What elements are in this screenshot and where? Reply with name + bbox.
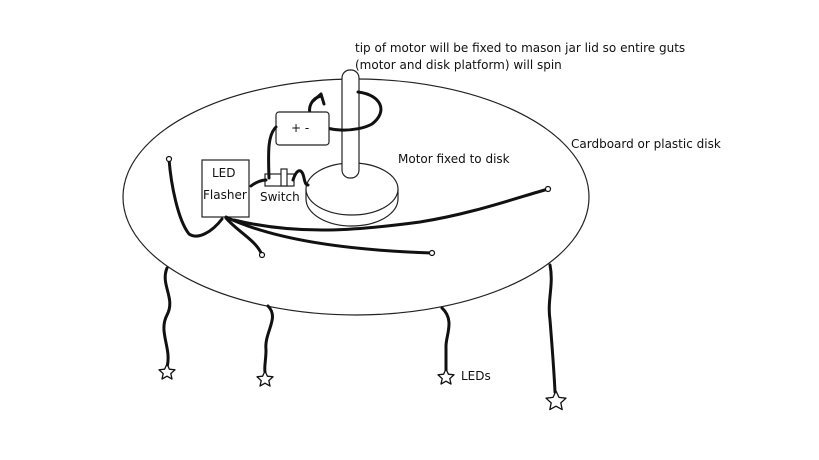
led-star-icon — [256, 370, 274, 387]
hanging-wire-1 — [162, 266, 172, 369]
rotation-arrow-icon — [308, 90, 383, 132]
disk-label: Cardboard or plastic disk — [571, 137, 721, 151]
battery-label: + - — [291, 121, 309, 135]
wire-led-left — [167, 157, 224, 238]
led-flasher-label-line2: Flasher — [203, 188, 247, 202]
switch-label: Switch — [260, 190, 300, 204]
motor-shaft — [341, 69, 360, 179]
motor-tip-note-line1: tip of motor will be fixed to mason jar … — [355, 41, 686, 55]
leds-label: LEDs — [461, 369, 491, 383]
hanging-wire-4 — [547, 263, 557, 394]
wires — [167, 125, 550, 257]
led-star-icon — [545, 390, 567, 411]
motor-label: Motor fixed to disk — [398, 152, 510, 166]
led-stars — [158, 363, 567, 411]
wire-led-right-front — [224, 215, 434, 255]
motor-base — [305, 162, 399, 227]
hanging-wire-2 — [263, 304, 274, 374]
wire-battery-to-switch — [267, 125, 278, 180]
wire-switch-to-motor — [291, 169, 310, 187]
led-flasher-label-line1: LED — [212, 166, 236, 180]
wire-led-center — [224, 216, 264, 257]
led-flasher-box — [201, 159, 250, 218]
motor-tip-note-line2: (motor and disk platform) will spin — [355, 58, 562, 72]
wire-ends — [165, 155, 552, 259]
wire-led-right-back — [232, 187, 550, 232]
hanging-wires — [162, 263, 557, 394]
led-star-icon — [158, 363, 176, 380]
wire-flasher-to-switch — [249, 178, 268, 188]
hanging-wire-3 — [440, 306, 451, 372]
led-star-icon — [437, 368, 455, 385]
